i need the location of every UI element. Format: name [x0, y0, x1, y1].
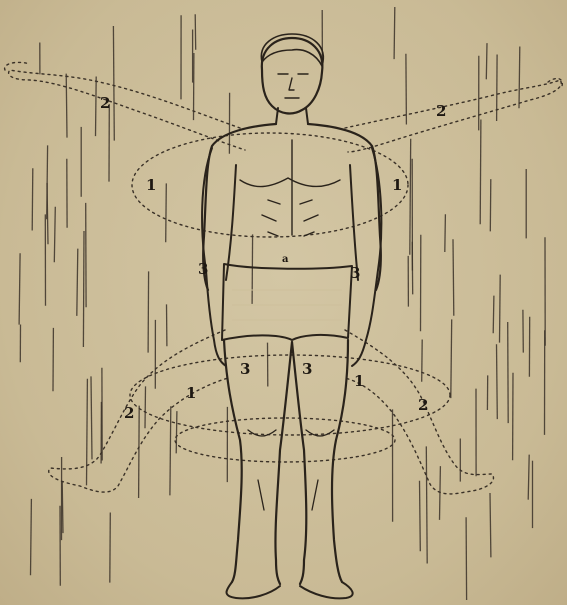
label-one-upper-left: 1	[146, 176, 156, 194]
rain-streak	[410, 139, 411, 255]
rain-streak	[139, 406, 140, 498]
feet	[227, 582, 353, 598]
rain-streak	[66, 74, 67, 138]
rain-streak	[440, 466, 441, 520]
swim-trunks	[222, 264, 352, 340]
rain-streak	[406, 54, 407, 125]
rain-streak	[166, 183, 167, 242]
rain-streak	[451, 319, 452, 398]
left-hand-outline	[5, 62, 30, 70]
rain-streak	[480, 120, 481, 225]
rain-streak	[148, 271, 149, 352]
rain-streak	[145, 386, 146, 428]
label-one-lower-left: 1	[186, 384, 196, 402]
rain-streak	[32, 168, 33, 230]
rain-streak	[497, 55, 498, 122]
knee-and-shin-lines	[248, 430, 334, 510]
right-hand-outline	[548, 79, 562, 86]
label-two-right-leg: 2	[418, 396, 428, 414]
rain-streak	[453, 239, 454, 316]
label-three-right-thigh: 3	[302, 360, 312, 378]
label-one-upper-right: 1	[392, 176, 402, 194]
rain-streak	[47, 183, 48, 244]
chest-and-abdomen-lines	[240, 140, 340, 236]
rain-streak	[500, 275, 501, 343]
rain-streak	[420, 481, 421, 552]
rain-streak	[490, 179, 491, 231]
rain-streak	[519, 47, 520, 109]
rain-streak	[170, 406, 171, 495]
rain-streak	[91, 376, 92, 459]
rain-streak	[195, 14, 196, 50]
label-three-right-hip: 3	[350, 264, 360, 282]
rain-streak	[497, 344, 498, 419]
rain-streak	[77, 249, 78, 316]
rain-streak	[490, 493, 491, 557]
label-two-right-arm: 2	[436, 102, 446, 120]
rain-streak	[31, 499, 32, 575]
rain-streak	[62, 482, 63, 533]
rain-streak	[486, 43, 487, 79]
label-one-lower-right: 1	[354, 372, 364, 390]
knee-rotation-ellipse	[175, 418, 395, 462]
right-raised-arm-outline	[345, 80, 561, 152]
rain-streak	[508, 322, 509, 423]
rain-streak	[87, 379, 88, 486]
rain-streak	[113, 26, 114, 141]
label-a-navel: a	[282, 254, 289, 265]
rain-streak	[176, 411, 177, 453]
rain-streak	[426, 446, 427, 563]
label-three-left-hip: 3	[198, 260, 208, 278]
rain-streak	[252, 234, 253, 304]
face-features	[278, 74, 308, 98]
rain-streaks	[19, 7, 545, 600]
rain-streak	[528, 455, 529, 500]
rain-streak	[493, 296, 494, 334]
rain-streak	[54, 207, 55, 262]
label-three-left-thigh: 3	[240, 360, 250, 378]
rain-streak	[422, 340, 423, 382]
rain-streak	[19, 253, 20, 324]
rain-streak	[110, 513, 111, 583]
label-two-left-leg: 2	[124, 404, 134, 422]
rain-streak	[445, 214, 446, 252]
rain-streak	[466, 517, 467, 600]
trunks-hatching	[232, 290, 342, 320]
rain-streak	[394, 7, 395, 59]
label-two-left-arm: 2	[100, 94, 110, 112]
rain-streak	[83, 231, 84, 347]
rain-streak	[96, 77, 97, 137]
rain-streak	[412, 242, 413, 295]
